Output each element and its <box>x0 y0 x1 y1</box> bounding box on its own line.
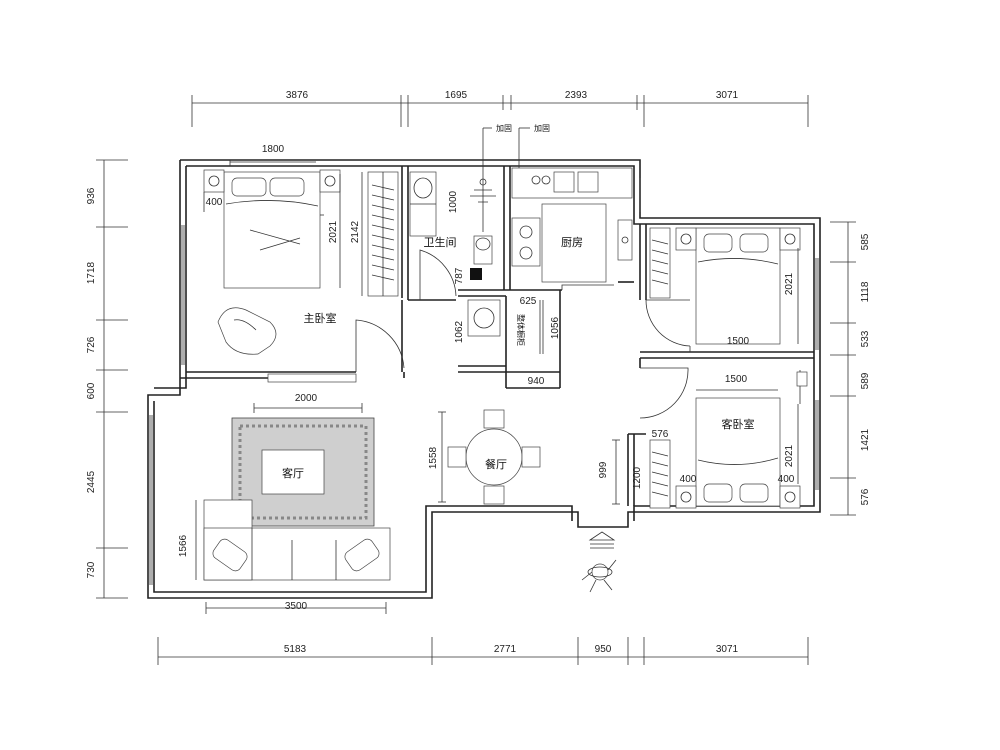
entrance-marker <box>581 531 617 593</box>
nightstand-icon <box>779 485 801 509</box>
dim-left-6: 730 <box>86 561 97 578</box>
dim-left-1: 936 <box>86 187 97 204</box>
pillow-icon <box>739 233 769 253</box>
nightstand-icon <box>675 485 697 509</box>
dim-top-2: 1695 <box>445 90 468 101</box>
room-label-bath: 卫生间 <box>424 235 457 249</box>
chair-icon <box>483 485 505 505</box>
dim-dining: 1558 <box>428 446 439 469</box>
dim-right-3: 533 <box>860 330 871 347</box>
pillow-icon <box>703 233 733 253</box>
dim-bottom-1: 5183 <box>284 644 307 655</box>
room-label-guest: 客卧室 <box>722 417 755 431</box>
dim-right-1: 585 <box>860 233 871 250</box>
dim-nightstand1: 400 <box>206 197 223 208</box>
nightstand-icon <box>319 169 341 193</box>
room-label-kitchen: 厨房 <box>561 236 583 249</box>
dim-sofa-area-width: 2000 <box>295 393 318 404</box>
nightstand-icon <box>779 227 801 251</box>
room-label-master: 主卧室 <box>304 311 337 325</box>
dim-washer: 1062 <box>454 320 465 343</box>
dim-top-4: 3071 <box>716 90 739 101</box>
room-label-dining: 餐厅 <box>485 457 507 471</box>
dim-bath-vanity: 1000 <box>448 190 459 213</box>
dim-right-2: 1118 <box>860 281 871 302</box>
dim-bed3-width: 1500 <box>725 374 748 385</box>
kitchen-island <box>541 203 607 283</box>
nightstand-icon <box>203 169 225 193</box>
bedroom-2: 2021 1500 <box>649 227 801 347</box>
dim-bed2-width: 1500 <box>727 336 750 347</box>
dim-bottom-4: 3071 <box>716 644 739 655</box>
wardrobe <box>649 227 671 299</box>
dining-table <box>465 428 523 486</box>
dim-right-6: 576 <box>860 488 871 505</box>
dim-cabinet-width: 625 <box>520 296 537 307</box>
guest-bedroom: 1500 2021 576 1200 999 400 400 客卧室 <box>598 370 808 509</box>
dim-left-3: 726 <box>86 336 97 353</box>
nightstand-icon <box>675 227 697 251</box>
dim-bed3-length: 2021 <box>784 444 795 467</box>
dim-bed2-length: 2021 <box>784 272 795 295</box>
dim-right-4: 589 <box>860 372 871 389</box>
dim-sofa-width: 3500 <box>285 601 308 612</box>
dim-bed1-width: 1800 <box>262 144 285 155</box>
sink-icon <box>577 171 599 193</box>
dim-cabinet-height: 1056 <box>550 316 561 339</box>
dining-area: 1558 餐厅 <box>428 409 541 505</box>
chair-icon <box>521 446 541 468</box>
drain-icon <box>470 268 482 280</box>
fridge-icon <box>617 219 633 261</box>
pillow-icon <box>703 483 733 503</box>
doors <box>355 249 691 419</box>
armchair-icon <box>217 307 277 355</box>
chair-icon <box>483 409 505 429</box>
pillow-icon <box>231 177 267 197</box>
kitchen: 厨房 整体橱柜 625 1056 940 <box>511 167 633 387</box>
sink-icon <box>553 171 575 193</box>
dim-top-3: 2393 <box>565 90 588 101</box>
dim-wardrobe1: 2142 <box>350 220 361 243</box>
note-reinforce-2: 加固 <box>534 123 550 133</box>
dim-cabinet-bottom: 940 <box>528 376 545 387</box>
dim-nightstand3b: 400 <box>778 474 795 485</box>
outlet-icon <box>796 371 808 387</box>
dim-wardrobe3-side: 1200 <box>632 466 643 489</box>
coffee-table <box>261 449 325 495</box>
washing-machine-icon <box>467 299 501 337</box>
dim-left-2: 1718 <box>86 261 97 284</box>
dim-guest-left: 999 <box>598 461 609 478</box>
dim-sofa-depth: 1566 <box>178 534 189 557</box>
note-cabinet: 整体橱柜 <box>516 314 526 346</box>
cushion-icon <box>212 538 248 572</box>
pillow-icon <box>269 177 305 197</box>
dim-wardrobe3-top: 576 <box>652 429 669 440</box>
cushion-icon <box>344 538 380 572</box>
person-icon <box>591 563 609 581</box>
note-reinforce-1: 加固 <box>496 123 512 133</box>
pillow-icon <box>739 483 769 503</box>
dim-left-4: 600 <box>86 382 97 399</box>
dim-bottom-3: 950 <box>595 644 612 655</box>
dim-nightstand3a: 400 <box>680 474 697 485</box>
dim-bottom-2: 2771 <box>494 644 517 655</box>
dim-left-5: 2445 <box>86 470 97 493</box>
dim-bed1-length: 2021 <box>328 220 339 243</box>
bathroom: 1000 787 1062 卫生间 加固 加固 <box>409 123 550 343</box>
dim-top-1: 3876 <box>286 90 309 101</box>
master-bedroom: 1800 400 2021 2142 主卧室 <box>203 144 399 383</box>
room-label-living: 客厅 <box>282 466 304 480</box>
chair-icon <box>447 446 467 468</box>
top-dimension-line: 3876 1695 2393 3071 <box>191 90 809 127</box>
left-dimension-line: 936 1718 726 600 2445 730 <box>86 159 128 599</box>
dim-bath-depth: 787 <box>454 267 465 284</box>
dim-right-5: 1421 <box>860 428 871 451</box>
window-sill <box>267 373 357 383</box>
living-room: 2000 3500 1566 客厅 <box>178 393 391 614</box>
right-dimension-line: 585 1118 533 589 1421 576 <box>830 221 871 516</box>
bottom-dimension-line: 5183 2771 950 3071 <box>157 637 809 665</box>
